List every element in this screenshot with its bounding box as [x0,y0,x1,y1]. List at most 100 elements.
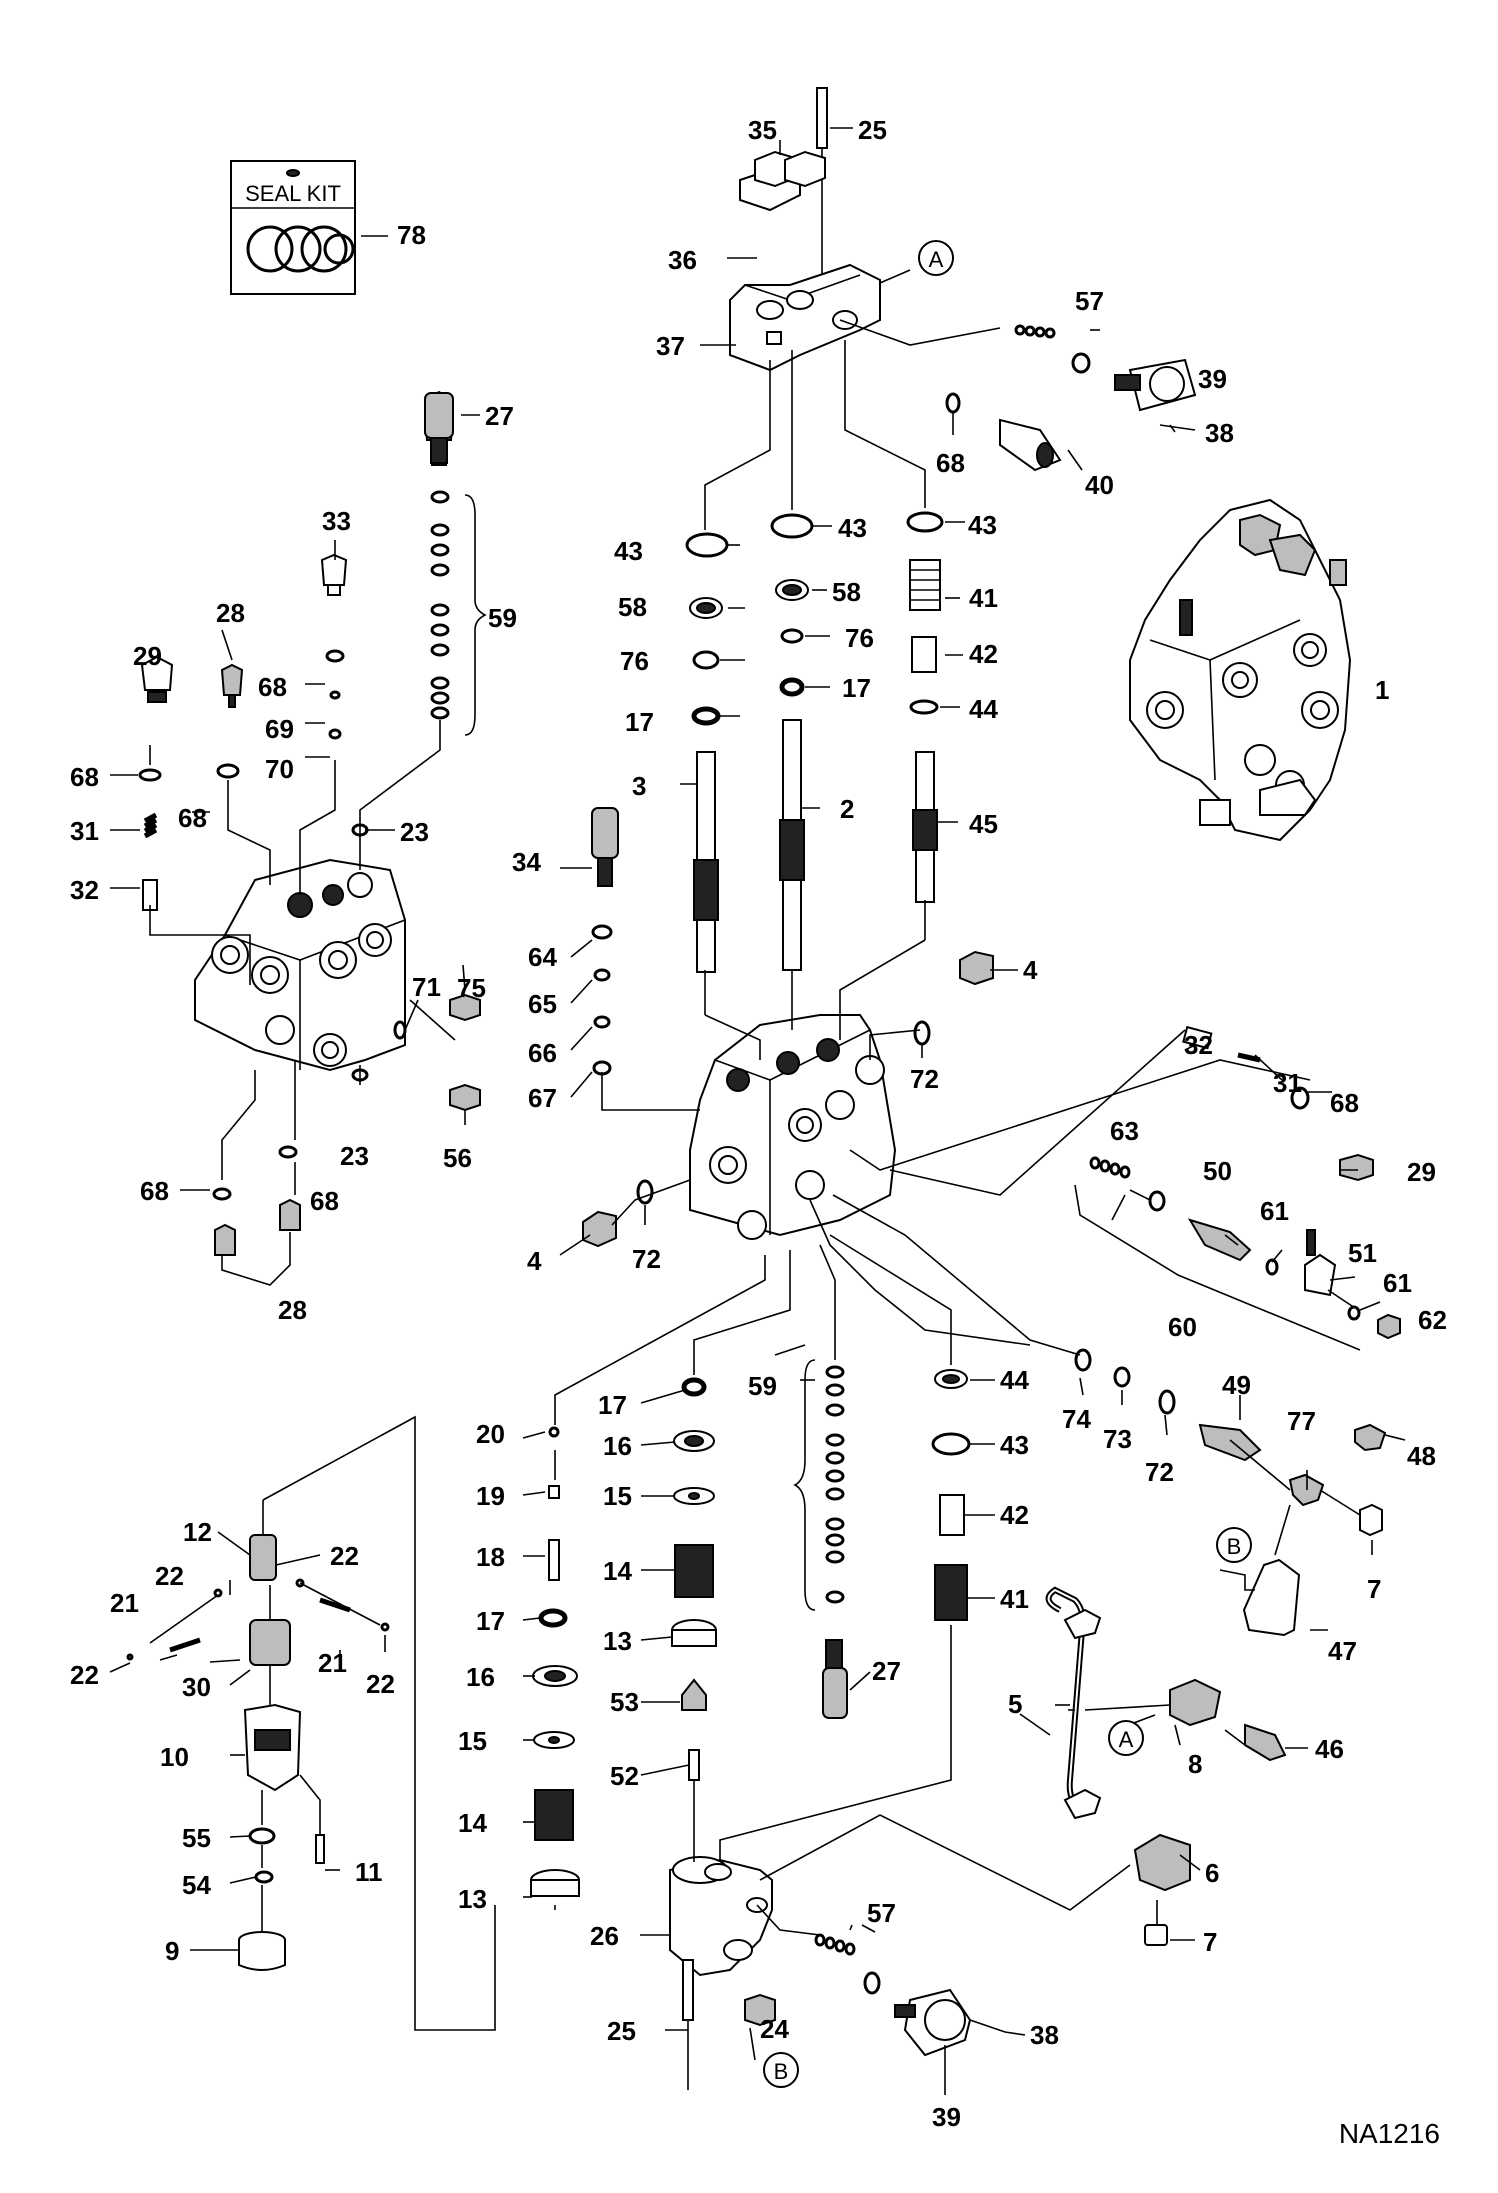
top-right-solenoid [945,324,1197,472]
label-14: 14 [603,1556,632,1586]
label-55: 55 [182,1823,211,1853]
spool-column-right [906,511,944,903]
label-44: 44 [969,694,998,724]
diagram-code: NA1216 [1339,2118,1440,2149]
label-68: 68 [936,448,965,478]
main-valve-body [689,1014,897,1240]
label-50: 50 [1203,1156,1232,1186]
label-68: 68 [70,762,99,792]
pilot-column [126,1534,390,1971]
label-63: 63 [1110,1116,1139,1146]
label-47: 47 [1328,1636,1357,1666]
label-32: 32 [70,875,99,905]
tube-assembly [1045,1586,1287,1946]
label-22: 22 [366,1669,395,1699]
label-28: 28 [216,598,245,628]
label-39: 39 [932,2102,961,2132]
label-68: 68 [1330,1088,1359,1118]
right-solenoid-fittings [1089,1156,1401,1340]
seal-kit-title: SEAL KIT [245,181,341,206]
label-41: 41 [1000,1584,1029,1614]
label-17: 17 [842,673,871,703]
label-18: 18 [476,1542,505,1572]
label-60: 60 [1168,1312,1197,1342]
label-22: 22 [70,1660,99,1690]
label-45: 45 [969,809,998,839]
label-27: 27 [485,401,514,431]
lower-solenoid-block [669,1856,1006,2090]
label-30: 30 [182,1672,211,1702]
label-11: 11 [355,1857,383,1887]
label-72: 72 [632,1244,661,1274]
relief-valve-34 [591,807,619,1076]
label-61: 61 [1260,1196,1289,1226]
label-51: 51 [1348,1238,1377,1268]
label-16: 16 [603,1431,632,1461]
label-35: 35 [748,115,777,145]
label-49: 49 [1222,1370,1251,1400]
label-42: 42 [969,639,998,669]
label-4: 4 [527,1246,542,1276]
label-58: 58 [618,592,647,622]
label-48: 48 [1407,1441,1436,1471]
label-7: 7 [1203,1927,1217,1957]
plug-4-right [913,950,994,1046]
label-32: 32 [1184,1030,1213,1060]
svg-text:A: A [1119,1727,1134,1752]
svg-text:A: A [929,247,944,272]
label-68: 68 [310,1186,339,1216]
label-14: 14 [458,1808,487,1838]
label-62: 62 [1418,1305,1447,1335]
label-7: 7 [1367,1574,1381,1604]
label-40: 40 [1085,470,1114,500]
label-3: 3 [632,771,646,801]
spool-column-middle [770,513,814,971]
label-21: 21 [110,1588,139,1618]
label-8: 8 [1188,1749,1202,1779]
label-78: 78 [397,220,426,250]
label-67: 67 [528,1083,557,1113]
label-33: 33 [322,506,351,536]
label-26: 26 [590,1921,619,1951]
label-56: 56 [443,1143,472,1173]
label-72: 72 [910,1064,939,1094]
label-37: 37 [656,331,685,361]
label-29: 29 [133,641,162,671]
label-68: 68 [140,1176,169,1206]
label-71: 71 [412,972,441,1002]
label-29: 29 [1407,1157,1436,1187]
label-34: 34 [512,847,541,877]
label-2: 2 [840,794,854,824]
svg-text:B: B [774,2059,789,2084]
valve-assembly-overview [1129,498,1352,842]
label-52: 52 [610,1761,639,1791]
seal-kit-box: SEAL KIT 78 [230,160,426,295]
label-31: 31 [1273,1068,1302,1098]
label-17: 17 [625,707,654,737]
label-25: 25 [858,115,887,145]
label-41: 41 [969,583,998,613]
label-13: 13 [603,1626,632,1656]
relief-valve-27-top [424,392,487,736]
label-15: 15 [603,1481,632,1511]
label-43: 43 [968,510,997,540]
label-22: 22 [330,1541,359,1571]
lower-seal-stack-59 [793,1359,848,1719]
label-74: 74 [1062,1404,1091,1434]
label-46: 46 [1315,1734,1344,1764]
label-13: 13 [458,1884,487,1914]
label-57: 57 [867,1898,896,1928]
label-27: 27 [872,1656,901,1686]
label-12: 12 [183,1517,212,1547]
label-44: 44 [1000,1365,1029,1395]
svg-text:B: B [1227,1534,1242,1559]
label-28: 28 [278,1295,307,1325]
leader-lines [109,127,1406,2095]
label-59: 59 [748,1371,777,1401]
label-38: 38 [1030,2020,1059,2050]
label-16: 16 [466,1662,495,1692]
label-31: 31 [70,816,99,846]
label-24: 24 [760,2014,789,2044]
label-73: 73 [1103,1424,1132,1454]
